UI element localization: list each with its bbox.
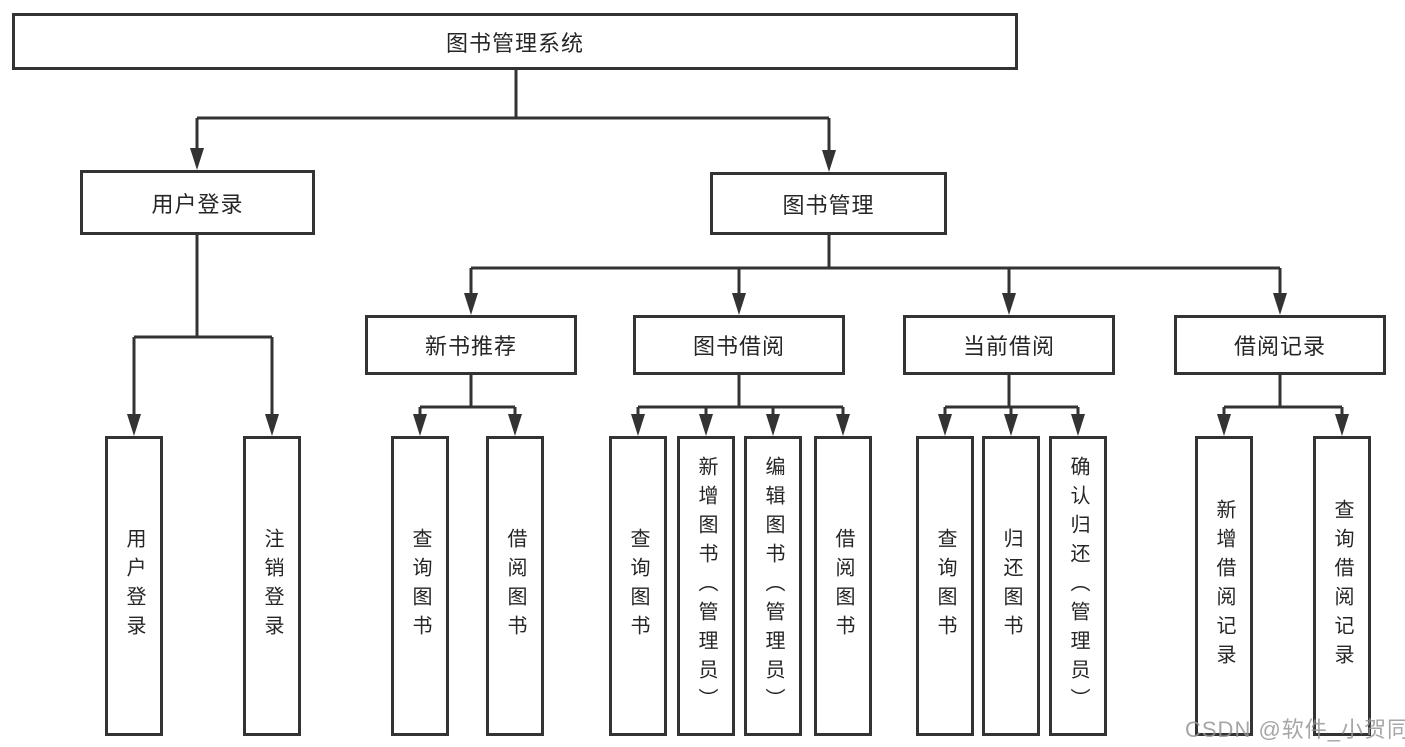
leaf-label: 查询图书 xyxy=(627,528,649,644)
node-root-system: 图书管理系统 xyxy=(12,13,1018,70)
node-label: 当前借阅 xyxy=(962,334,1055,359)
node-borrow-records: 借阅记录 xyxy=(1174,315,1386,375)
node-label: 借阅记录 xyxy=(1233,334,1326,359)
leaf-label: 借阅图书 xyxy=(832,528,854,644)
leaf-confirm-return-admin: 确认归还（管理员） xyxy=(1049,436,1107,736)
leaf-label: 查询图书 xyxy=(409,528,431,644)
leaf-label: 查询借阅记录 xyxy=(1331,499,1353,673)
leaf-query-books: 查询图书 xyxy=(916,436,974,736)
leaf-label: 新增图书（管理员） xyxy=(695,455,717,717)
leaf-label: 确认归还（管理员） xyxy=(1067,455,1089,717)
leaf-label: 借阅图书 xyxy=(504,528,526,644)
leaf-edit-books-admin: 编辑图书（管理员） xyxy=(744,436,802,736)
node-label: 图书管理 xyxy=(782,192,875,218)
leaf-borrow-books: 借阅图书 xyxy=(486,436,544,736)
leaf-return-books: 归还图书 xyxy=(982,436,1040,736)
leaf-label: 注销登录 xyxy=(261,528,283,644)
leaf-add-borrow-record: 新增借阅记录 xyxy=(1195,436,1253,736)
node-label: 图书借阅 xyxy=(692,334,785,359)
leaf-label: 用户登录 xyxy=(123,528,145,644)
arrowhead-icons xyxy=(127,148,1349,436)
node-book-borrowing: 图书借阅 xyxy=(633,315,845,375)
leaf-logout: 注销登录 xyxy=(243,436,301,736)
leaf-label: 编辑图书（管理员） xyxy=(762,455,784,717)
leaf-borrow-books: 借阅图书 xyxy=(814,436,872,736)
leaf-query-books: 查询图书 xyxy=(391,436,449,736)
leaf-user-login: 用户登录 xyxy=(105,436,163,736)
node-current-borrowing: 当前借阅 xyxy=(903,315,1115,375)
leaf-add-books-admin: 新增图书（管理员） xyxy=(677,436,735,736)
node-new-book-recommend: 新书推荐 xyxy=(365,315,577,375)
node-book-management-branch: 图书管理 xyxy=(710,172,947,235)
leaf-label: 归还图书 xyxy=(1000,528,1022,644)
node-user-login-branch: 用户登录 xyxy=(80,170,315,235)
leaf-query-books: 查询图书 xyxy=(609,436,667,736)
leaf-label: 查询图书 xyxy=(934,528,956,644)
csdn-watermark: CSDN @软件_小贺同学 xyxy=(1185,717,1405,742)
node-label: 用户登录 xyxy=(151,191,244,217)
leaf-label: 新增借阅记录 xyxy=(1213,499,1235,673)
node-label: 新书推荐 xyxy=(424,334,517,359)
node-root-label: 图书管理系统 xyxy=(445,30,584,56)
leaf-query-borrow-record: 查询借阅记录 xyxy=(1313,436,1371,736)
